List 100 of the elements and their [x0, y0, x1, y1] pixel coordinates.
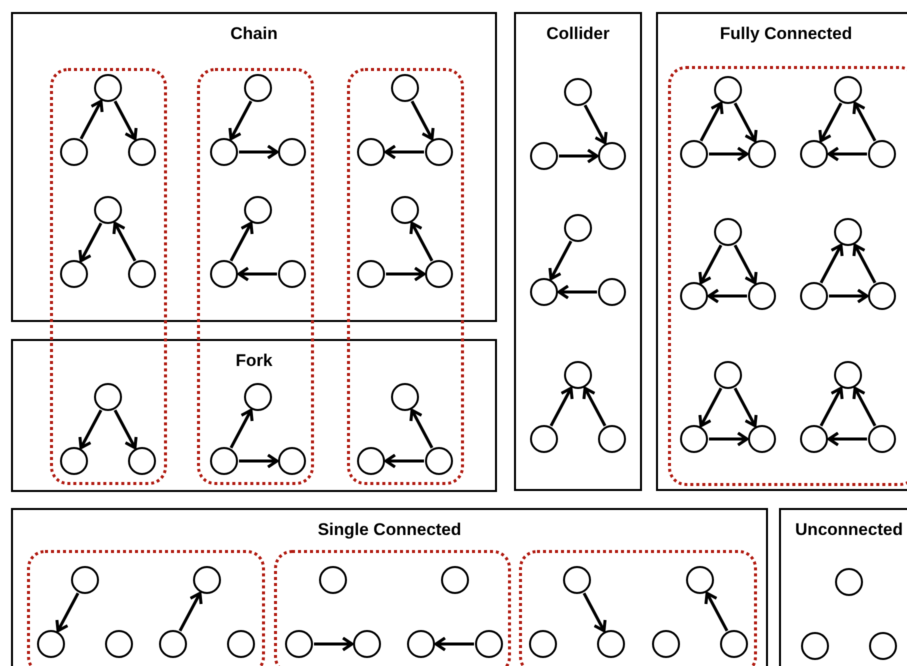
node-circle: [801, 632, 829, 660]
arrow: [238, 266, 277, 282]
panel-title: Fully Connected: [720, 24, 852, 44]
arrow: [704, 592, 728, 632]
node-circle: [159, 630, 187, 658]
category-panel: [11, 508, 768, 666]
arrow: [584, 104, 608, 144]
arrow: [239, 144, 278, 160]
arrow: [820, 244, 844, 284]
node-circle: [834, 76, 862, 104]
node-circle: [564, 361, 592, 389]
arrow: [230, 408, 254, 448]
node-circle: [278, 138, 306, 166]
arrow: [852, 386, 876, 426]
node-circle: [680, 140, 708, 168]
panel-title: Fork: [236, 351, 272, 371]
node-circle: [835, 568, 863, 596]
arrow: [734, 102, 758, 142]
node-circle: [37, 630, 65, 658]
arrow: [78, 222, 102, 262]
arrow: [829, 288, 868, 304]
arrow: [698, 244, 722, 284]
node-circle: [714, 218, 742, 246]
node-circle: [868, 140, 896, 168]
node-circle: [210, 138, 238, 166]
node-circle: [210, 447, 238, 475]
node-circle: [128, 260, 156, 288]
node-circle: [105, 630, 133, 658]
node-circle: [357, 260, 385, 288]
node-circle: [244, 196, 272, 224]
arrow: [409, 408, 434, 448]
dotted-group-outline: [274, 550, 511, 666]
arrow: [314, 636, 354, 652]
node-circle: [800, 140, 828, 168]
arrow: [178, 592, 203, 632]
node-circle: [60, 260, 88, 288]
node-circle: [193, 566, 221, 594]
node-circle: [714, 76, 742, 104]
node-circle: [94, 383, 122, 411]
arrow: [708, 288, 747, 304]
dotted-group-outline: [668, 66, 907, 486]
node-circle: [210, 260, 238, 288]
arrow: [78, 410, 102, 450]
node-circle: [391, 196, 419, 224]
arrow: [410, 100, 435, 140]
node-circle: [680, 282, 708, 310]
node-circle: [748, 282, 776, 310]
node-circle: [391, 383, 419, 411]
node-circle: [869, 632, 897, 660]
node-circle: [686, 566, 714, 594]
category-panel: [11, 12, 497, 322]
arrow: [582, 592, 607, 632]
arrow: [559, 148, 598, 164]
arrow: [409, 222, 434, 262]
node-circle: [598, 142, 626, 170]
arrow: [818, 102, 842, 142]
node-circle: [564, 214, 592, 242]
node-circle: [285, 630, 313, 658]
node-circle: [529, 630, 557, 658]
node-circle: [425, 260, 453, 288]
node-circle: [278, 447, 306, 475]
node-circle: [834, 218, 862, 246]
node-circle: [748, 425, 776, 453]
panel-title: Single Connected: [318, 520, 462, 540]
category-panel: [656, 12, 907, 491]
arrow: [550, 386, 574, 426]
arrow: [228, 100, 252, 140]
arrow: [386, 266, 426, 282]
arrow: [828, 432, 867, 446]
node-circle: [680, 425, 708, 453]
node-circle: [227, 630, 255, 658]
node-circle: [60, 138, 88, 166]
node-circle: [244, 383, 272, 411]
panel-title: Collider: [546, 24, 610, 44]
node-circle: [597, 630, 625, 658]
node-circle: [800, 282, 828, 310]
node-circle: [128, 447, 156, 475]
arrow: [828, 146, 867, 162]
arrow: [582, 386, 606, 426]
node-circle: [652, 630, 680, 658]
category-panel: [11, 339, 497, 492]
node-circle: [357, 447, 385, 475]
node-circle: [563, 566, 591, 594]
node-circle: [319, 566, 347, 594]
arrow: [558, 284, 597, 300]
node-circle: [868, 425, 896, 453]
node-circle: [94, 196, 122, 224]
node-circle: [530, 278, 558, 306]
node-circle: [128, 138, 156, 166]
panel-title: Unconnected: [795, 520, 903, 540]
node-circle: [530, 425, 558, 453]
node-circle: [94, 74, 122, 102]
node-circle: [748, 140, 776, 168]
node-circle: [244, 74, 272, 102]
arrow: [114, 100, 138, 140]
arrow: [230, 222, 254, 262]
arrow: [384, 144, 424, 160]
node-circle: [530, 142, 558, 170]
arrow: [709, 432, 748, 446]
node-circle: [441, 566, 469, 594]
